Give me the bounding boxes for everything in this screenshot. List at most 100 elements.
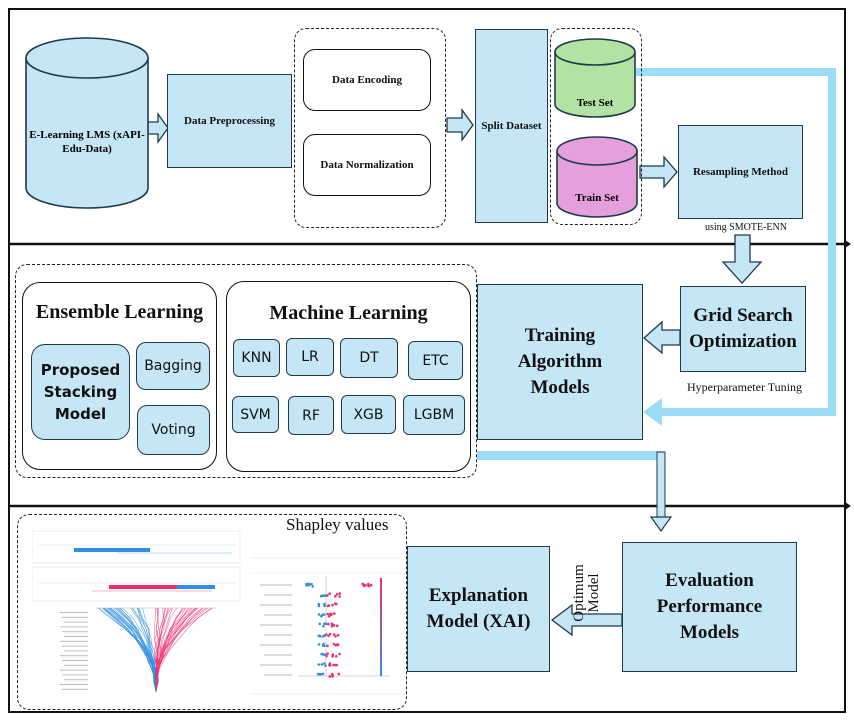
model-lgbm: LGBM xyxy=(403,395,465,435)
beeswarm-dot xyxy=(325,633,328,636)
model-dt: DT xyxy=(340,338,398,378)
model-etc: ETC xyxy=(408,341,463,380)
beeswarm-dot xyxy=(329,613,333,616)
bagging-box: Bagging xyxy=(136,342,210,390)
train-set-label: Train Set xyxy=(575,192,619,204)
beeswarm-feature-label xyxy=(264,674,292,676)
beeswarm-dot xyxy=(328,592,331,595)
beeswarm-dot xyxy=(334,643,338,647)
explanation-model-box: Explanation Model (XAI) xyxy=(407,546,550,672)
ensemble-learning-title: Ensemble Learning xyxy=(35,301,204,323)
decision-line xyxy=(106,607,157,693)
beeswarm-feature-label xyxy=(260,624,292,626)
arrow-train-to-resampling xyxy=(639,155,678,189)
data-normalization-box: Data Normalization xyxy=(303,134,431,196)
decision-feature-label xyxy=(62,645,88,647)
arrow-grid-to-training xyxy=(643,320,681,355)
decision-feature-label xyxy=(64,679,88,681)
beeswarm-dot xyxy=(311,585,314,588)
shap-visuals-group xyxy=(17,514,407,710)
optimum-model-label-wrap: Optimum Model xyxy=(553,560,623,622)
decision-feature-label xyxy=(62,674,88,676)
decision-line xyxy=(155,607,172,693)
model-lr: LR xyxy=(286,338,334,376)
beeswarm-dot xyxy=(334,635,337,638)
beeswarm-dot xyxy=(338,595,341,598)
beeswarm-dot xyxy=(323,602,326,606)
shap-force-plots xyxy=(32,530,241,602)
beeswarm-dot xyxy=(317,663,321,666)
machine-learning-title: Machine Learning xyxy=(269,302,428,324)
beeswarm-feature-label xyxy=(260,644,292,646)
decision-line xyxy=(102,607,157,693)
beeswarm-dot xyxy=(317,604,321,608)
beeswarm-dot xyxy=(327,615,331,618)
beeswarm-dot xyxy=(322,594,326,597)
smote-enn-note: using SMOTE-ENN xyxy=(705,222,787,233)
test-set-cylinder xyxy=(554,38,636,118)
beeswarm-dot xyxy=(332,663,335,667)
train-set-cylinder xyxy=(556,136,638,218)
shap-decision-plot xyxy=(60,607,216,693)
beeswarm-dot xyxy=(326,652,329,655)
beeswarm-dot xyxy=(326,612,329,616)
beeswarm-dot xyxy=(323,662,326,665)
decision-feature-label xyxy=(60,612,88,613)
dataset-split-group xyxy=(550,28,642,225)
optimum-model-label: Optimum Model xyxy=(571,564,602,622)
beeswarm-dot xyxy=(327,622,330,626)
beeswarm-dot xyxy=(369,583,373,587)
beeswarm-feature-label xyxy=(264,654,292,656)
beeswarm-feature-label xyxy=(260,584,292,586)
decision-feature-label xyxy=(62,660,88,661)
beeswarm-dot xyxy=(331,655,334,658)
beeswarm-dot xyxy=(320,663,324,666)
beeswarm-dot xyxy=(334,595,337,598)
beeswarm-dot xyxy=(322,642,325,646)
decision-feature-label xyxy=(60,669,88,671)
beeswarm-dot xyxy=(328,632,332,636)
beeswarm-dot xyxy=(327,634,330,638)
beeswarm-dot xyxy=(321,635,325,638)
test-set-connector xyxy=(636,68,836,426)
decision-feature-label xyxy=(62,616,88,618)
decision-feature-label xyxy=(60,655,88,657)
beeswarm-dot xyxy=(336,633,340,637)
beeswarm-dot xyxy=(320,652,323,656)
preprocessing-steps-group xyxy=(294,28,446,228)
beeswarm-feature-label xyxy=(260,604,292,606)
decision-line xyxy=(110,607,157,693)
beeswarm-dot xyxy=(316,672,320,676)
beeswarm-dot xyxy=(322,613,326,616)
beeswarm-dot xyxy=(318,635,322,638)
beeswarm-dot xyxy=(305,584,308,587)
beeswarm-dot xyxy=(328,675,332,678)
decision-line xyxy=(132,607,158,693)
force-bar-blue-2 xyxy=(177,585,215,589)
decision-line xyxy=(103,607,157,693)
beeswarm-dot xyxy=(326,644,329,648)
beeswarm-dot xyxy=(367,584,371,588)
hyperparameter-tuning-note: Hyperparameter Tuning xyxy=(687,380,802,394)
beeswarm-dot xyxy=(361,582,364,586)
force-bar-blue xyxy=(74,548,150,552)
beeswarm-feature-label xyxy=(264,634,292,636)
decision-feature-label xyxy=(64,636,88,637)
beeswarm-dot xyxy=(332,642,336,646)
evaluation-performance-models-box: Evaluation Performance Models xyxy=(622,542,797,672)
model-rf: RF xyxy=(288,396,334,435)
beeswarm-dot xyxy=(337,672,341,676)
beeswarm-dot xyxy=(307,583,311,587)
decision-feature-label xyxy=(64,650,88,652)
arrow-to-split xyxy=(446,108,474,142)
lms-source-label: E-Learning LMS (xAPI-Edu-Data) xyxy=(29,129,145,155)
beeswarm-dot xyxy=(332,633,336,636)
beeswarm-dot xyxy=(335,624,339,628)
decision-line xyxy=(155,607,197,693)
force-bar-pink xyxy=(109,585,177,589)
beeswarm-dot xyxy=(364,584,367,587)
model-xgb: XGB xyxy=(341,395,396,434)
model-knn: KNN xyxy=(233,339,280,377)
